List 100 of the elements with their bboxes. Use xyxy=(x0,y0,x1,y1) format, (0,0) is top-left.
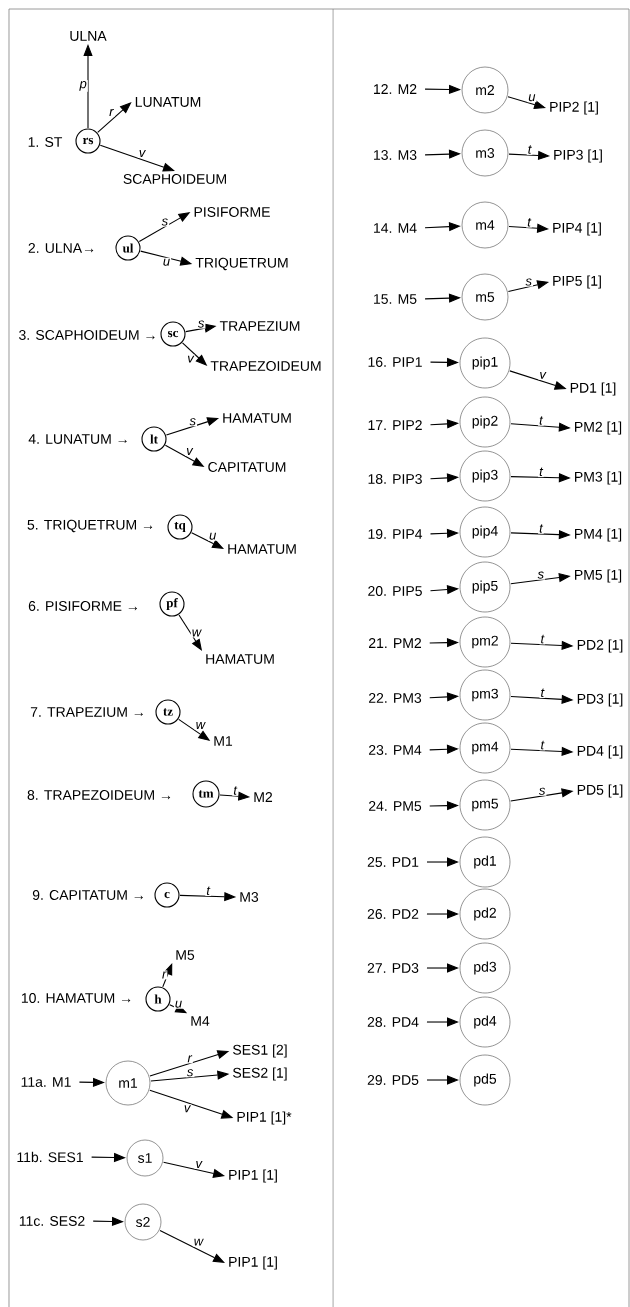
node-label: PIP1 [1] xyxy=(229,1256,277,1270)
node-label: SES2 [1] xyxy=(233,1067,287,1081)
edge-label: v xyxy=(185,447,194,456)
edge-label: u xyxy=(173,999,184,1009)
edge-label: u xyxy=(161,257,172,267)
node-label: 24. PM5 xyxy=(369,801,422,811)
node-label: 11b. SES1 xyxy=(17,1151,83,1163)
arrow xyxy=(429,473,459,483)
node-label: 8. TRAPEZOIDEUM → xyxy=(27,790,171,800)
node-label: PD5 [1] xyxy=(577,784,623,798)
edge-label: s xyxy=(160,217,170,227)
arrow xyxy=(429,692,459,702)
edge-label: t xyxy=(232,785,238,796)
node-label: 1. ST xyxy=(28,137,63,147)
node-label: PIP2 [1] xyxy=(550,101,598,115)
node-label: PIP3 [1] xyxy=(554,149,602,163)
node-label: HAMATUM xyxy=(206,654,274,664)
node-label: PM5 [1] xyxy=(575,569,622,583)
node-label: HAMATUM xyxy=(223,413,291,423)
node-label: PM3 [1] xyxy=(575,471,622,485)
node-label: 18. PIP3 xyxy=(368,474,422,484)
edge-label: t xyxy=(539,633,546,645)
node-label: 5. TRIQUETRUM → xyxy=(27,519,153,533)
node-label: 3. SCAPHOIDEUM → xyxy=(19,330,155,340)
node-label: M4 xyxy=(191,1016,210,1026)
node-label: PD3 [1] xyxy=(577,693,623,707)
edge-label: s xyxy=(185,1068,195,1078)
node-label: PM4 [1] xyxy=(575,528,622,542)
node-label: SCAPHOIDEUM xyxy=(123,174,226,184)
node-label: 14. M4 xyxy=(374,223,417,233)
node-label: M3 xyxy=(240,892,259,902)
node-label: M1 xyxy=(214,736,233,746)
node-label: 25. PD1 xyxy=(367,857,419,867)
node-label: SES1 [2] xyxy=(233,1044,287,1058)
edge-label: v xyxy=(137,149,147,158)
edge-label: r xyxy=(186,1054,193,1064)
node-label: 21. PM2 xyxy=(369,638,421,648)
node-label: 4. LUNATUM → xyxy=(28,434,127,444)
edge-label: t xyxy=(526,217,532,228)
edge-label: t xyxy=(539,739,546,751)
node-label: 20. PIP5 xyxy=(368,586,422,596)
edge-label: p xyxy=(78,80,88,92)
edge-label: s xyxy=(196,319,206,329)
node-label: M2 xyxy=(254,792,273,802)
node-label: ULNA xyxy=(70,31,107,41)
edge-label: r xyxy=(108,108,115,117)
edge-label: w xyxy=(192,1237,205,1247)
edge-label: v xyxy=(538,370,547,380)
node-label: 26. PD2 xyxy=(367,909,419,919)
node-label: PIP1 [1]* xyxy=(237,1111,292,1125)
node-label: 11c. SES2 xyxy=(19,1216,85,1226)
node-label: 12. M2 xyxy=(374,84,417,94)
edge-label: t xyxy=(539,687,546,699)
node-label: 15. M5 xyxy=(374,294,417,304)
edge-label: v xyxy=(182,1104,192,1114)
edge-label: s xyxy=(524,277,533,287)
edge-label: s xyxy=(536,570,546,580)
node-label: CAPITATUM xyxy=(208,462,286,472)
edge-label: v xyxy=(194,1160,203,1169)
edge-label: r xyxy=(161,970,168,980)
edge-label: w xyxy=(194,721,207,730)
node-label: 19. PIP4 xyxy=(368,529,423,539)
edge-label: w xyxy=(190,628,203,638)
node-label: TRAPEZIUM xyxy=(219,321,300,331)
arrow xyxy=(429,419,459,429)
node-label: 9. CAPITATUM → xyxy=(32,890,143,900)
arrow xyxy=(99,144,175,172)
edge-label: u xyxy=(527,93,537,103)
arrow xyxy=(97,102,132,133)
node-label: PISIFORME xyxy=(194,207,270,217)
node-label: 7. TRAPEZIUM → xyxy=(30,707,143,717)
node-label: 13. M3 xyxy=(374,150,417,160)
node-label: LUNATUM xyxy=(135,97,201,107)
node-label: TRIQUETRUM xyxy=(195,257,288,271)
edge-label: t xyxy=(538,523,544,534)
node-label: 11a. M1 xyxy=(21,1077,71,1087)
node-label: PM2 [1] xyxy=(575,421,622,435)
node-label: 23. PM4 xyxy=(369,745,422,755)
node-label: 27. PD3 xyxy=(367,963,419,973)
edge-label: v xyxy=(186,354,195,364)
node-label: 10. HAMATUM → xyxy=(21,993,131,1003)
edge-label: u xyxy=(208,531,218,541)
edge-label: t xyxy=(538,415,544,426)
node-label: PD4 [1] xyxy=(577,745,623,759)
edge-label: s xyxy=(188,417,197,427)
node-label: 29. PD5 xyxy=(367,1075,419,1085)
node-label: 28. PD4 xyxy=(367,1017,419,1027)
node-label: PIP5 [1] xyxy=(553,275,601,289)
edge-label: s xyxy=(537,786,547,796)
node-label: 6. PISIFORME → xyxy=(28,601,138,611)
node-label: PIP4 [1] xyxy=(553,222,601,236)
node-label: PD1 [1] xyxy=(570,382,616,396)
node-label: HAMATUM xyxy=(228,544,296,554)
node-label: TRAPEZOIDEUM xyxy=(210,361,321,371)
node-label: PIP1 [1] xyxy=(229,1169,277,1183)
node-label: PD2 [1] xyxy=(577,639,623,653)
node-label: 16. PIP1 xyxy=(368,357,422,367)
edge-label: t xyxy=(538,466,544,478)
node-label: 2. ULNA→ xyxy=(28,243,94,253)
edge-label: t xyxy=(205,885,211,896)
